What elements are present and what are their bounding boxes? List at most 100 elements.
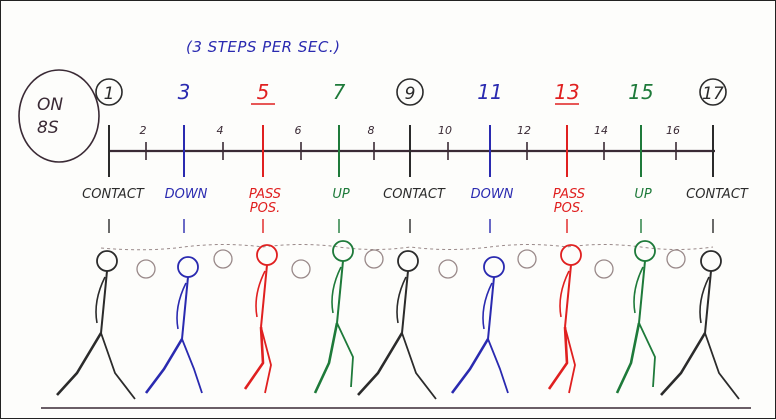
walking-figure-up bbox=[313, 240, 354, 394]
pose-label: PASS bbox=[553, 187, 585, 202]
figure-head bbox=[634, 240, 656, 262]
figure-head bbox=[483, 256, 505, 278]
figure-torso bbox=[638, 260, 646, 324]
figure-front-leg bbox=[100, 332, 136, 400]
figure-back-leg bbox=[56, 332, 103, 396]
key-frame-number: 7 bbox=[333, 80, 346, 104]
figure-front-leg bbox=[260, 326, 272, 394]
key-frame-circle bbox=[699, 78, 727, 106]
walking-figure-contact bbox=[56, 250, 136, 400]
figure-head bbox=[332, 240, 354, 262]
inbetween-head bbox=[594, 259, 614, 279]
figure-head bbox=[96, 250, 118, 272]
pose-label: UP bbox=[332, 187, 350, 202]
walking-figure-up bbox=[615, 240, 656, 394]
inbetween-frame-number: 10 bbox=[438, 124, 452, 137]
pose-label: DOWN bbox=[471, 187, 514, 202]
figure-front-leg bbox=[181, 338, 203, 394]
inbetween-frame-number: 12 bbox=[517, 124, 531, 137]
head-path-line bbox=[100, 244, 714, 251]
figure-arm bbox=[633, 266, 644, 314]
walking-figure-down bbox=[450, 256, 509, 394]
figure-head bbox=[397, 250, 419, 272]
on-label-line1: ON bbox=[37, 95, 63, 115]
inbetween-head bbox=[517, 249, 537, 269]
figure-back-leg bbox=[547, 326, 569, 390]
key-frame-number: 13 bbox=[554, 80, 579, 104]
figure-back-leg bbox=[450, 338, 490, 394]
figure-torso bbox=[564, 264, 572, 328]
inbetween-frame-number: 2 bbox=[140, 124, 147, 137]
figure-arm bbox=[699, 276, 710, 324]
figure-torso bbox=[401, 270, 409, 334]
figure-torso bbox=[260, 264, 268, 328]
figure-front-leg bbox=[704, 332, 740, 400]
figure-back-leg bbox=[243, 326, 265, 390]
figure-front-leg bbox=[487, 338, 509, 394]
figure-arm bbox=[396, 276, 407, 324]
figure-front-leg bbox=[564, 326, 576, 394]
figure-back-leg bbox=[615, 322, 641, 394]
figure-back-leg bbox=[357, 332, 404, 396]
inbetween-head bbox=[364, 249, 384, 269]
pose-label: POS. bbox=[554, 201, 584, 216]
figure-arm bbox=[176, 282, 187, 330]
inbetween-head bbox=[213, 249, 233, 269]
key-frame-number: 3 bbox=[178, 80, 191, 104]
key-frame-number: 15 bbox=[628, 80, 653, 104]
key-frame-circle bbox=[396, 78, 424, 106]
inbetween-frame-number: 14 bbox=[594, 124, 608, 137]
inbetween-frame-number: 4 bbox=[217, 124, 224, 137]
key-frame-number: 17 bbox=[702, 84, 724, 104]
key-frame-circle bbox=[95, 78, 123, 106]
figure-torso bbox=[181, 276, 189, 340]
inbetween-head bbox=[291, 259, 311, 279]
figure-arm bbox=[95, 276, 106, 324]
walking-figure-pass bbox=[243, 244, 278, 394]
figure-back-leg bbox=[144, 338, 184, 394]
walking-figure-contact bbox=[357, 250, 437, 400]
key-frame-number: 1 bbox=[104, 84, 115, 104]
figure-front-leg bbox=[401, 332, 437, 400]
inbetween-frame-number: 8 bbox=[368, 124, 375, 137]
key-frame-number: 9 bbox=[405, 84, 416, 104]
figure-torso bbox=[100, 270, 108, 334]
figure-back-leg bbox=[313, 322, 339, 394]
figure-front-leg bbox=[336, 322, 354, 388]
figure-arm bbox=[331, 266, 342, 314]
inbetween-frame-number: 16 bbox=[666, 124, 680, 137]
on-eights-circle bbox=[18, 69, 100, 163]
pose-label: POS. bbox=[250, 201, 280, 216]
pose-label: CONTACT bbox=[686, 187, 749, 202]
inbetween-head bbox=[438, 259, 458, 279]
figure-head bbox=[177, 256, 199, 278]
key-frame-number: 5 bbox=[257, 80, 270, 104]
figure-arm bbox=[559, 270, 570, 318]
figure-head bbox=[256, 244, 278, 266]
pose-label: DOWN bbox=[165, 187, 208, 202]
inbetween-head bbox=[136, 259, 156, 279]
on-label-line2: 8S bbox=[37, 118, 59, 138]
figure-torso bbox=[704, 270, 712, 334]
figure-back-leg bbox=[660, 332, 707, 396]
figure-head bbox=[560, 244, 582, 266]
figure-head bbox=[700, 250, 722, 272]
inbetween-head bbox=[666, 249, 686, 269]
pose-label: CONTACT bbox=[383, 187, 446, 202]
walking-figure-contact bbox=[660, 250, 740, 400]
walking-figure-down bbox=[144, 256, 203, 394]
figure-arm bbox=[482, 282, 493, 330]
figure-torso bbox=[487, 276, 495, 340]
key-frame-number: 11 bbox=[477, 80, 502, 104]
figure-arm bbox=[255, 270, 266, 318]
pose-label: PASS bbox=[249, 187, 281, 202]
annotation-text: (3 STEPS PER SEC.) bbox=[186, 38, 340, 56]
figure-torso bbox=[336, 260, 344, 324]
figure-front-leg bbox=[638, 322, 656, 388]
walking-figure-pass bbox=[547, 244, 582, 394]
pose-label: UP bbox=[634, 187, 652, 202]
inbetween-frame-number: 6 bbox=[295, 124, 302, 137]
pose-label: CONTACT bbox=[82, 187, 145, 202]
